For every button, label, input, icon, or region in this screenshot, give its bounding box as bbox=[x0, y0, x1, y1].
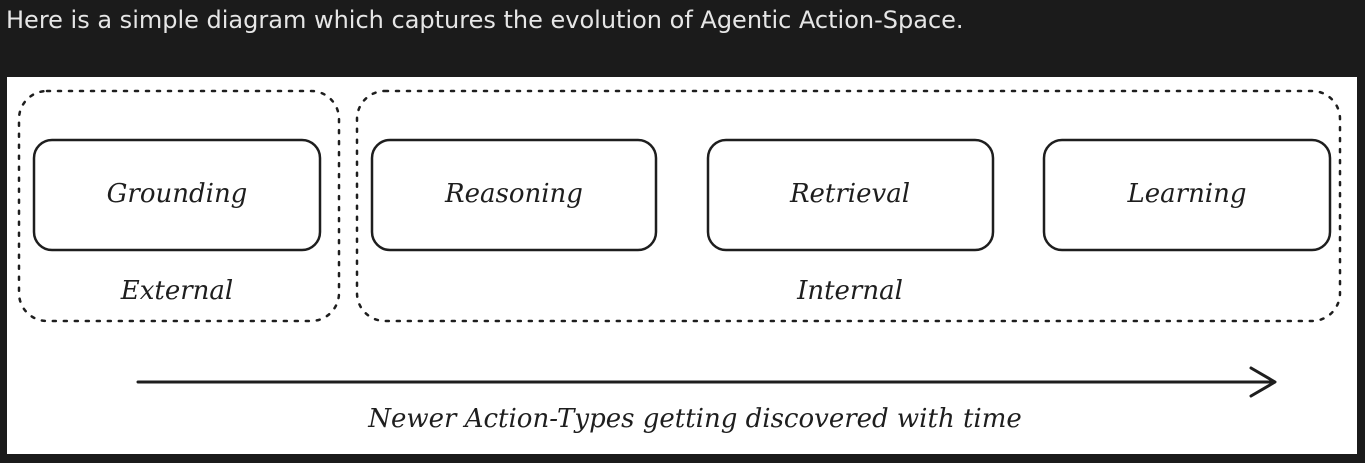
reasoning-label: Reasoning bbox=[444, 179, 583, 209]
reasoning-box bbox=[370, 138, 658, 252]
intro-caption: Here is a simple diagram which captures … bbox=[6, 6, 964, 34]
arrow-label: Newer Action-Types getting discovered wi… bbox=[367, 404, 1022, 434]
internal-group-border bbox=[355, 89, 1342, 323]
learning-label: Learning bbox=[1126, 179, 1246, 209]
retrieval-label: Retrieval bbox=[789, 179, 910, 209]
grounding-box bbox=[32, 138, 322, 252]
action-space-diagram: Grounding Reasoning Retrieval Learning E… bbox=[17, 89, 1342, 434]
internal-label: Internal bbox=[796, 276, 903, 306]
diagram-panel: Grounding Reasoning Retrieval Learning E… bbox=[7, 77, 1357, 454]
time-arrow bbox=[136, 366, 1277, 398]
learning-box bbox=[1042, 138, 1332, 252]
external-label: External bbox=[120, 276, 233, 306]
grounding-label: Grounding bbox=[107, 179, 248, 209]
retrieval-box bbox=[706, 138, 995, 252]
external-group-border bbox=[17, 89, 341, 323]
